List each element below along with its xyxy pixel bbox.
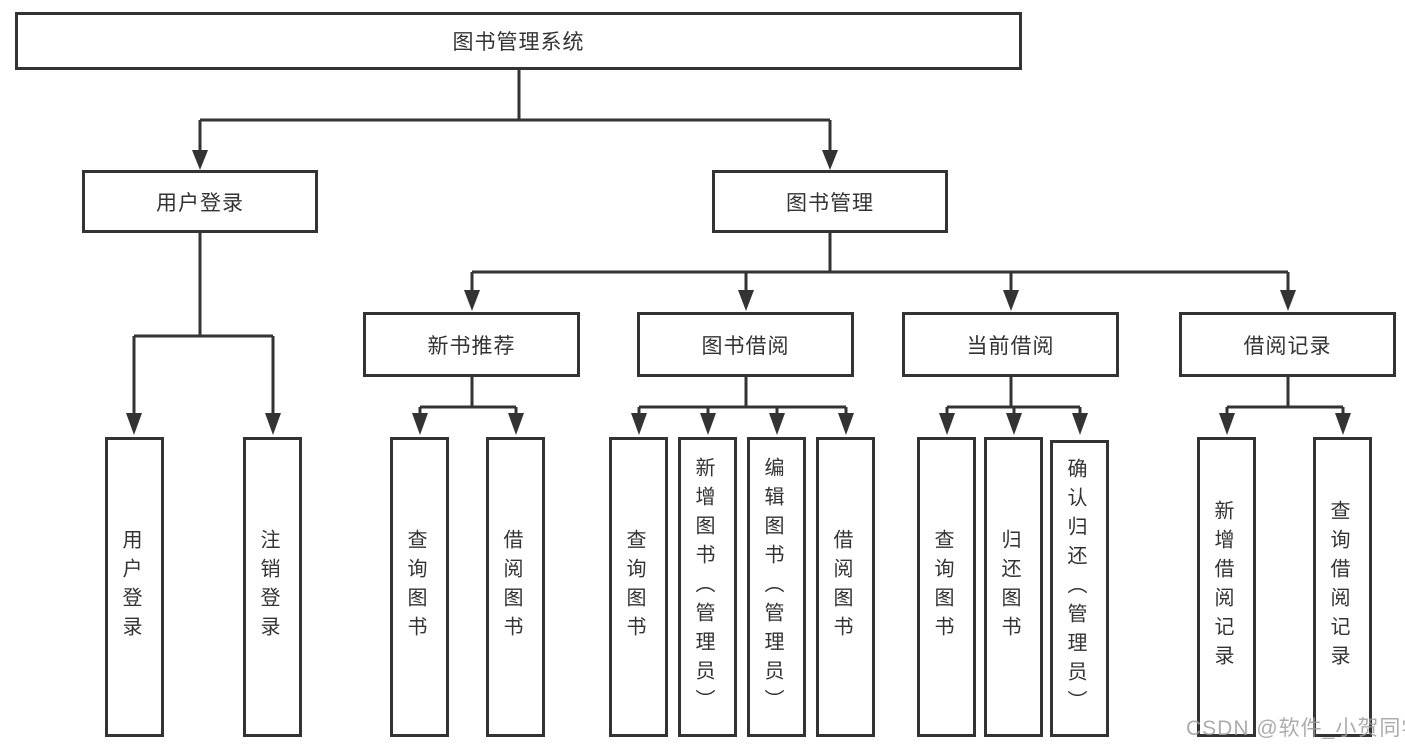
node-new-book-recommend: 新书推荐: [363, 312, 580, 377]
leaf-add-book-admin: 新增图书（管理员）: [678, 437, 737, 737]
node-user-login: 用户登录: [82, 170, 318, 233]
node-current-borrow: 当前借阅: [902, 312, 1119, 377]
leaf-borrow-query-books: 查询图书: [609, 437, 668, 737]
leaf-add-book-admin-label: 新增图书（管理员）: [692, 456, 714, 718]
leaf-borrow-books: 借阅图书: [816, 437, 875, 737]
leaf-edit-book-admin: 编辑图书（管理员）: [747, 437, 806, 737]
leaf-current-query-books: 查询图书: [917, 437, 976, 737]
node-borrow-records: 借阅记录: [1179, 312, 1396, 377]
leaf-recommend-borrow-books-label: 借阅图书: [500, 529, 522, 645]
leaf-logout-label: 注销登录: [257, 529, 279, 645]
leaf-recommend-query-books: 查询图书: [390, 437, 449, 737]
leaf-recommend-borrow-books: 借阅图书: [486, 437, 545, 737]
leaf-confirm-return-admin-label: 确认归还（管理员）: [1064, 458, 1086, 719]
leaf-query-borrow-record: 查询借阅记录: [1313, 437, 1372, 737]
leaf-query-borrow-record-label: 查询借阅记录: [1327, 500, 1349, 674]
leaf-confirm-return-admin: 确认归还（管理员）: [1050, 440, 1109, 737]
leaf-add-borrow-record-label: 新增借阅记录: [1211, 500, 1233, 674]
leaf-edit-book-admin-label: 编辑图书（管理员）: [761, 456, 783, 718]
watermark: CSDN @软件_小贺同学: [1186, 717, 1405, 740]
leaf-current-query-books-label: 查询图书: [931, 529, 953, 645]
leaf-return-book: 归还图书: [984, 437, 1043, 737]
node-book-borrow: 图书借阅: [637, 312, 854, 377]
leaf-borrow-query-books-label: 查询图书: [623, 529, 645, 645]
arrowheads: [126, 150, 1351, 435]
leaf-user-login: 用户登录: [105, 437, 164, 737]
leaf-user-login-label: 用户登录: [119, 529, 141, 645]
leaf-return-book-label: 归还图书: [998, 529, 1020, 645]
leaf-logout: 注销登录: [243, 437, 302, 737]
leaf-add-borrow-record: 新增借阅记录: [1197, 437, 1256, 737]
leaf-borrow-books-label: 借阅图书: [830, 529, 852, 645]
node-root-system: 图书管理系统: [15, 12, 1022, 70]
node-book-management: 图书管理: [712, 170, 948, 233]
leaf-recommend-query-books-label: 查询图书: [404, 529, 426, 645]
